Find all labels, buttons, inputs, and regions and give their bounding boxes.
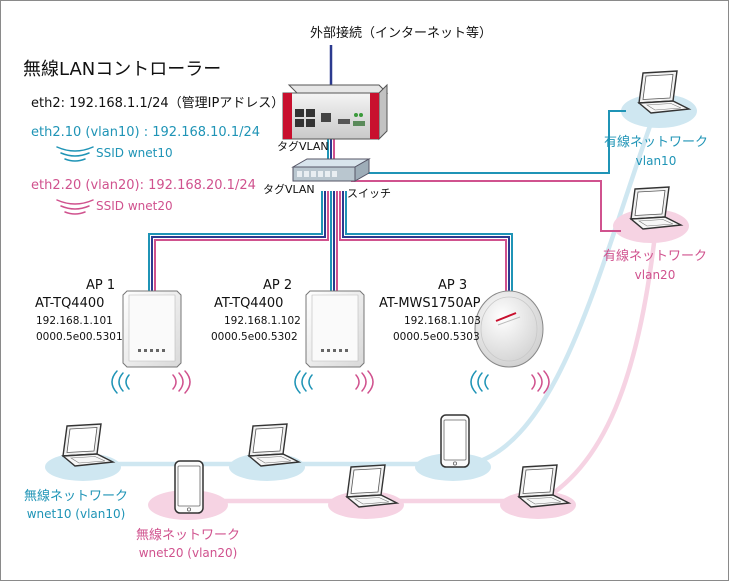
ap1-name: AP 1 [86, 278, 116, 293]
ap2-name: AP 2 [263, 278, 293, 293]
controller-vlan20-ssid: SSID wnet20 [96, 199, 173, 213]
wnet20-wave-icon [56, 199, 94, 215]
wnet20-name: 無線ネットワーク [135, 528, 241, 543]
switch-to-ap3-link [339, 191, 513, 291]
ap3-model: AT-MWS1750AP [379, 296, 481, 311]
controller-mgmt-ip: eth2: 192.168.1.1/24（管理IPアドレス） [31, 96, 285, 111]
wnet20-uplink [539, 225, 659, 503]
ap2-model: AT-TQ4400 [214, 296, 284, 311]
ap1-model: AT-TQ4400 [35, 296, 105, 311]
controller-vlan10-ssid: SSID wnet10 [96, 146, 173, 160]
ap2-ip: 192.168.1.102 [224, 315, 301, 327]
switch-to-ap2-link [330, 191, 338, 293]
wired-vlan10-laptop [638, 70, 690, 114]
ap3-ip: 192.168.1.103 [404, 315, 481, 327]
ap1-vlan20-wave-icon [172, 370, 191, 394]
switch-to-ap1-link [148, 191, 329, 293]
controller-device [282, 83, 389, 141]
tag-vlan-lower-label: タグVLAN [263, 183, 315, 196]
controller-vlan20-iface: eth2.20 (vlan20): 192.168.20.1/24 [31, 178, 256, 193]
switch-to-vlan10 [351, 110, 626, 174]
ap3-vlan10-wave-icon [470, 370, 489, 394]
ap3-vlan20-wave-icon [531, 370, 550, 394]
wired-vlan20-laptop [630, 186, 682, 230]
wnet20-phone [174, 460, 204, 514]
ap1-mac: 0000.5e00.5301 [36, 331, 123, 343]
wnet10-laptop-mid [248, 423, 300, 467]
ap2-vlan10-wave-icon [294, 370, 313, 394]
tag-vlan-upper-label: タグVLAN [277, 140, 329, 153]
ap2-device [305, 290, 365, 368]
wnet20-laptop-mid [346, 464, 398, 508]
wnet10-vlan: wnet10 (vlan10) [26, 507, 126, 521]
controller-vlan10-iface: eth2.10 (vlan10) : 192.168.10.1/24 [31, 125, 261, 140]
controller-title: 無線LANコントローラー [23, 59, 222, 80]
internet-label: 外部接続（インターネット等） [309, 26, 493, 41]
wnet10-laptop-left [62, 423, 114, 467]
wnet10-uplink [470, 108, 659, 467]
switch-label: スイッチ [347, 187, 391, 200]
wnet10-name: 無線ネットワーク [23, 489, 129, 504]
wnet10-wave-icon [56, 146, 94, 162]
wired-vlan20-vlan: vlan20 [634, 268, 676, 282]
switch-to-vlan20 [351, 180, 621, 232]
ap1-ip: 192.168.1.101 [36, 315, 113, 327]
switch-device [291, 158, 371, 182]
ap2-vlan20-wave-icon [355, 370, 374, 394]
wnet20-vlan: wnet20 (vlan20) [138, 546, 238, 560]
wired-vlan10-name: 有線ネットワーク [603, 135, 709, 150]
wnet10-phone [440, 414, 470, 468]
ap2-mac: 0000.5e00.5302 [211, 331, 298, 343]
wired-vlan10-vlan: vlan10 [635, 154, 677, 168]
ap3-name: AP 3 [438, 278, 468, 293]
wired-vlan20-name: 有線ネットワーク [602, 249, 708, 264]
ap3-mac: 0000.5e00.5303 [393, 331, 480, 343]
ap1-vlan10-wave-icon [111, 370, 130, 394]
ap3-device [474, 290, 544, 368]
ap1-device [122, 290, 182, 368]
